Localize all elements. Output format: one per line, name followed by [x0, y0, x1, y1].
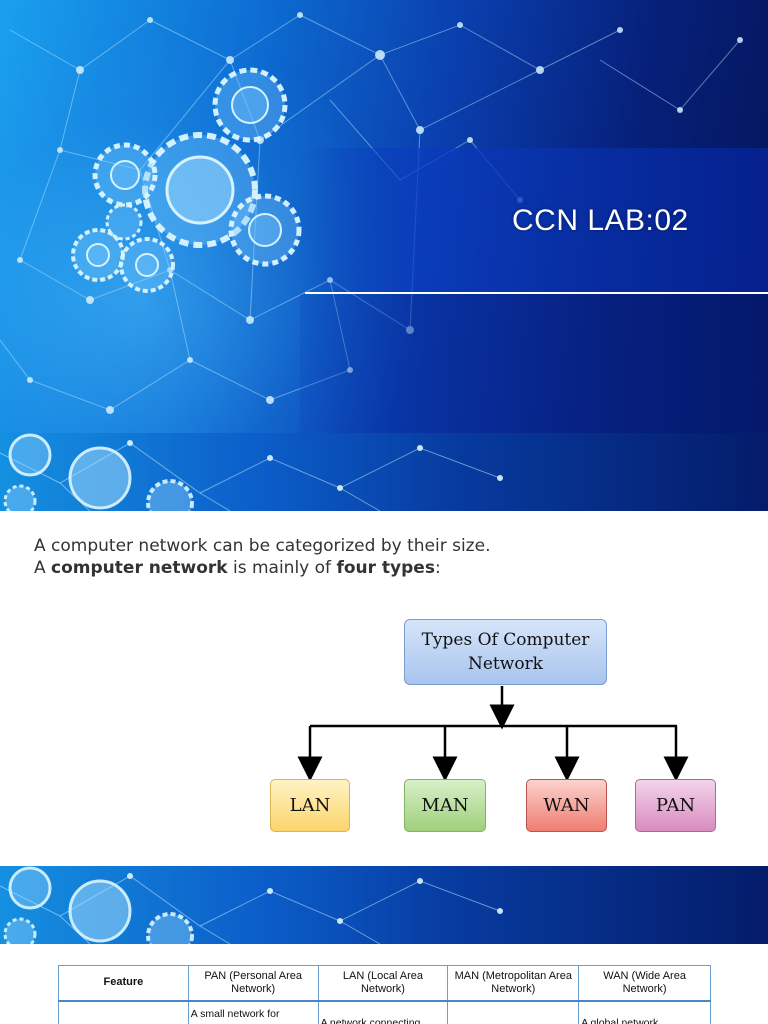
lower-band [300, 294, 768, 433]
network-types-slide: A computer network can be categorized by… [0, 511, 768, 866]
banner-graphic [0, 433, 503, 511]
table-cell [58, 999, 189, 1024]
node-wan: WAN [526, 779, 607, 832]
table-header-cell: MAN (Metropolitan Area Network) [447, 965, 580, 1001]
diagram-root-node: Types Of Computer Network [404, 619, 607, 685]
bold-computer-network: computer network [51, 558, 228, 578]
table-row: A small network for A network connecting… [58, 999, 711, 1024]
bold-four-types: four types [336, 558, 435, 578]
table-header-cell: LAN (Local Area Network) [317, 965, 449, 1001]
gears-graphic [71, 67, 302, 293]
node-pan: PAN [635, 779, 716, 832]
table-header-cell: PAN (Personal Area Network) [187, 965, 319, 1001]
slide-banner [0, 433, 768, 511]
title-band [300, 148, 768, 292]
intro-line-2: A computer network is mainly of four typ… [34, 558, 441, 578]
slide-banner-2 [0, 866, 768, 944]
comparison-slide: Feature PAN (Personal Area Network) LAN … [0, 944, 768, 1024]
title-rule [305, 292, 768, 294]
intro-text: A computer network can be categorized by… [34, 535, 490, 579]
node-lan: LAN [270, 779, 350, 832]
table-cell: A global network [578, 999, 711, 1024]
title-slide: CCN LAB:02 [0, 0, 768, 433]
table-header-cell: WAN (Wide Area Network) [578, 965, 711, 1001]
intro-line-1: A computer network can be categorized by… [34, 536, 491, 556]
table-cell [447, 999, 580, 1024]
node-man: MAN [404, 779, 486, 832]
table-header-cell: Feature [58, 965, 189, 1001]
diagram-connectors [297, 686, 689, 782]
banner-graphic-2 [0, 866, 503, 944]
comparison-table: Feature PAN (Personal Area Network) LAN … [58, 965, 711, 1024]
slide-title: CCN LAB:02 [512, 204, 689, 237]
table-cell: A network connecting [317, 999, 449, 1024]
table-header-row: Feature PAN (Personal Area Network) LAN … [58, 965, 711, 1001]
table-cell: A small network for [187, 999, 319, 1024]
